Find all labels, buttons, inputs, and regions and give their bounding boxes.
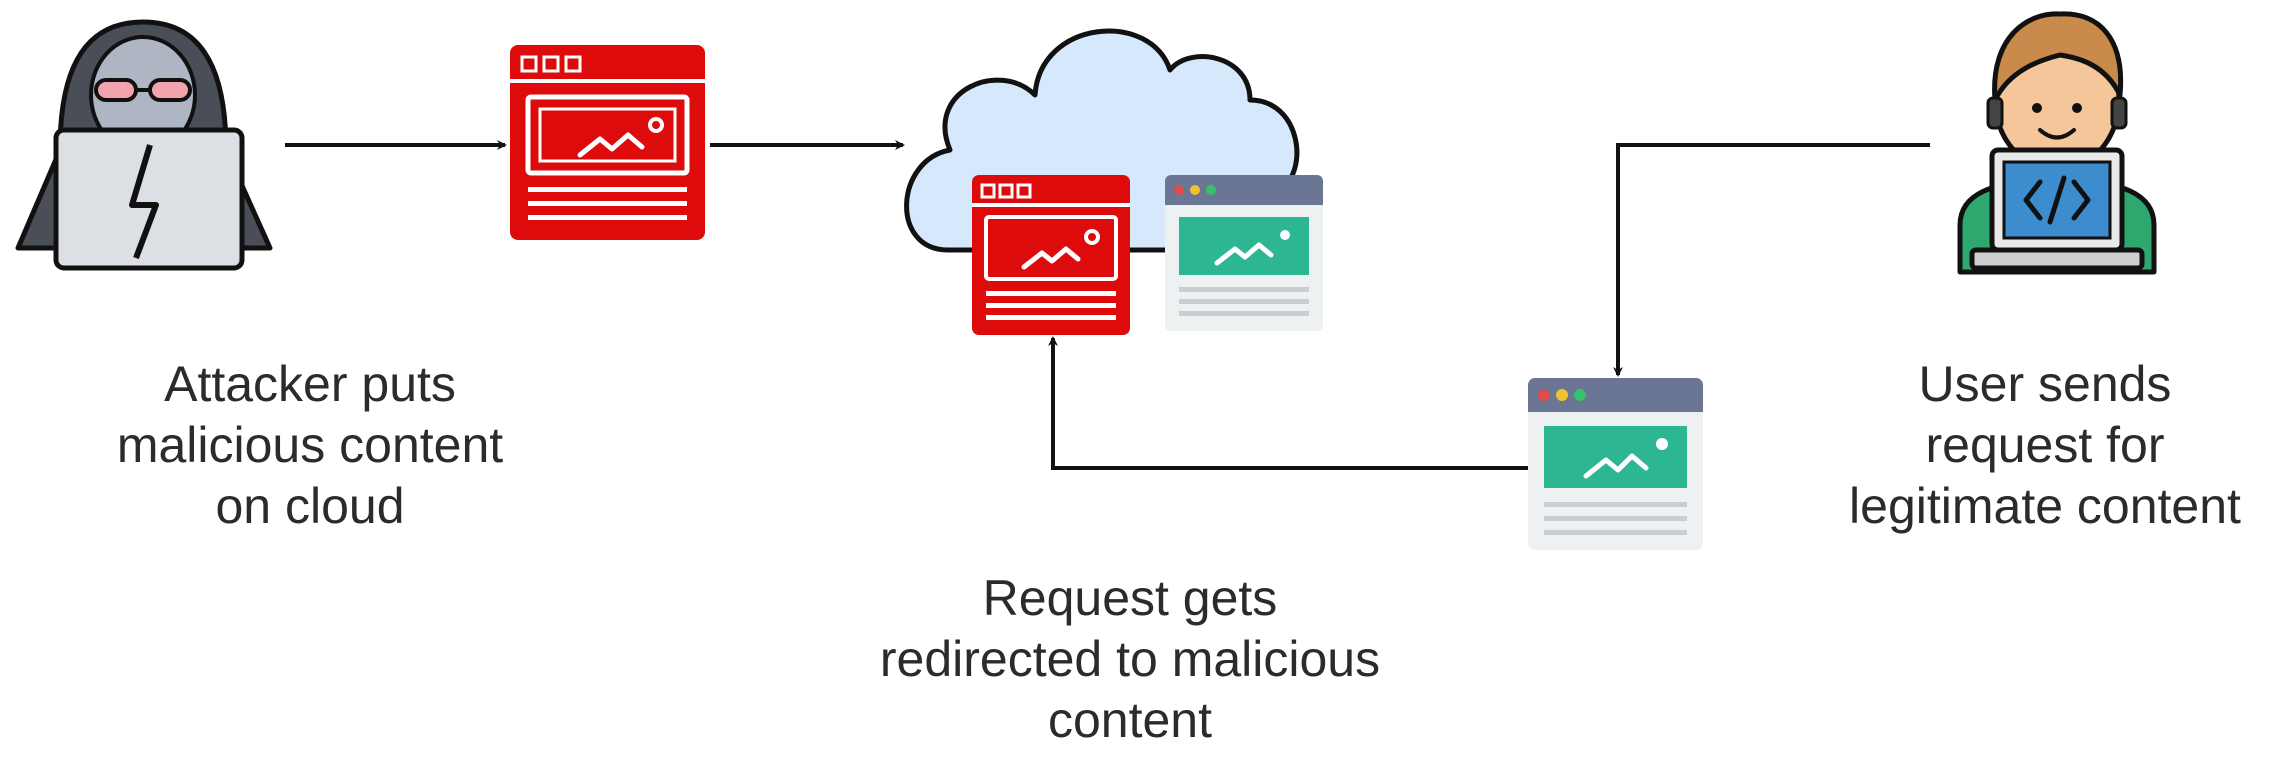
- redirect-label-line-3: content: [1047, 692, 1212, 748]
- attacker-label: Attacker puts malicious content on cloud: [60, 354, 560, 537]
- red-browser-window-icon: [510, 45, 705, 240]
- attacker-label-line-1: Attacker puts: [164, 356, 456, 412]
- user-label-line-2: request for: [1925, 417, 2165, 473]
- hooded-hacker-laptop-icon: [15, 19, 273, 271]
- arrow-redirect-to-malicious: [1048, 336, 1528, 470]
- redirect-label: Request gets redirected to malicious con…: [820, 568, 1440, 751]
- redirect-label-line-1: Request gets: [982, 570, 1278, 626]
- developer-user-laptop-icon: [1957, 11, 2157, 275]
- green-browser-window-icon: [1528, 378, 1703, 550]
- arrow-user-to-request: [1613, 143, 1930, 377]
- attacker-label-line-3: on cloud: [215, 478, 405, 534]
- user-label-line-1: User sends: [1918, 356, 2172, 412]
- cloud-malicious-page-icon: [972, 175, 1130, 335]
- user-label-line-3: legitimate content: [1849, 478, 2241, 534]
- user-label: User sends request for legitimate conten…: [1810, 354, 2280, 537]
- redirect-label-line-2: redirected to malicious: [879, 631, 1381, 687]
- cloud-legit-page-icon: [1165, 175, 1323, 331]
- attacker-label-line-2: malicious content: [116, 417, 504, 473]
